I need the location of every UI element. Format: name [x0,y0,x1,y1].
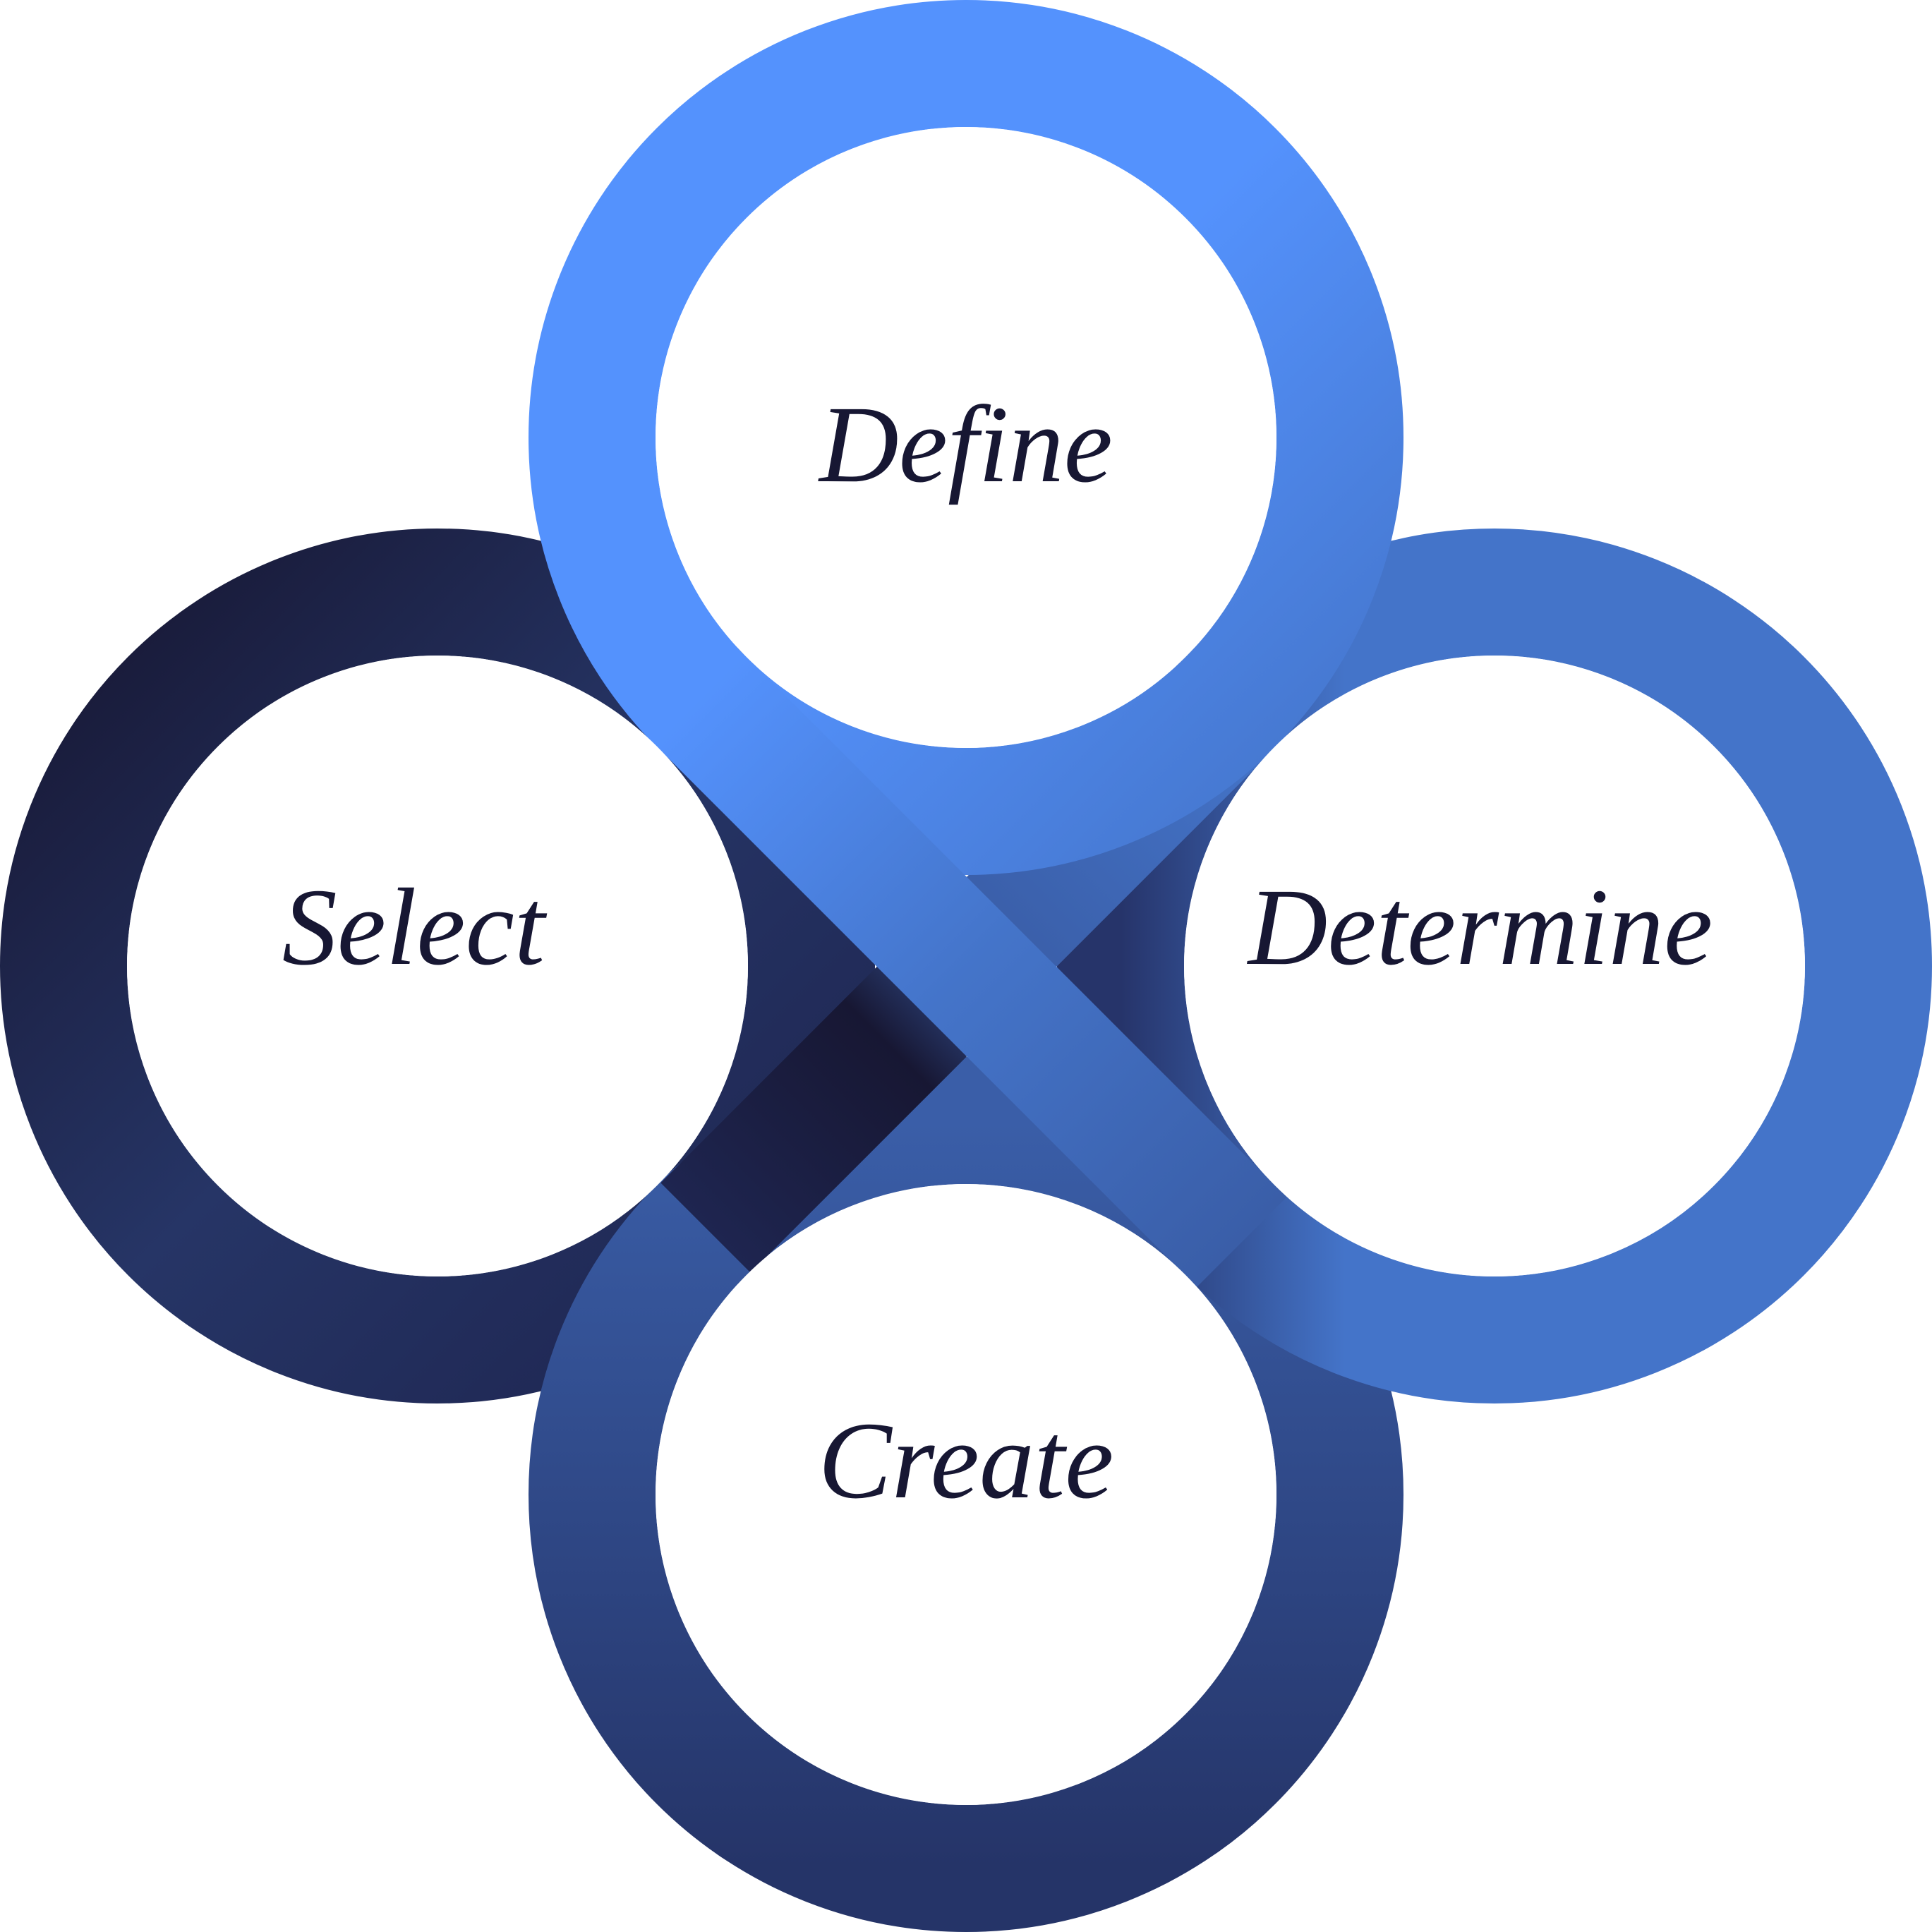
bottom-loop-ring [529,1057,1403,1932]
right-loop-ring [1057,529,1932,1403]
crossing-band-falling [653,653,1287,1287]
right-petal-interior [1184,656,1805,1276]
bottom-petal-interior [656,1184,1276,1805]
determine-label: Determine [1247,866,1713,988]
top-petal-interior [656,127,1276,748]
top-loop-ring [529,0,1403,875]
select-label: Select [282,866,548,988]
left-loop-ring [0,529,875,1403]
define-label: Define [818,383,1113,505]
left-petal-interior [127,656,748,1276]
create-label: Create [819,1399,1114,1521]
